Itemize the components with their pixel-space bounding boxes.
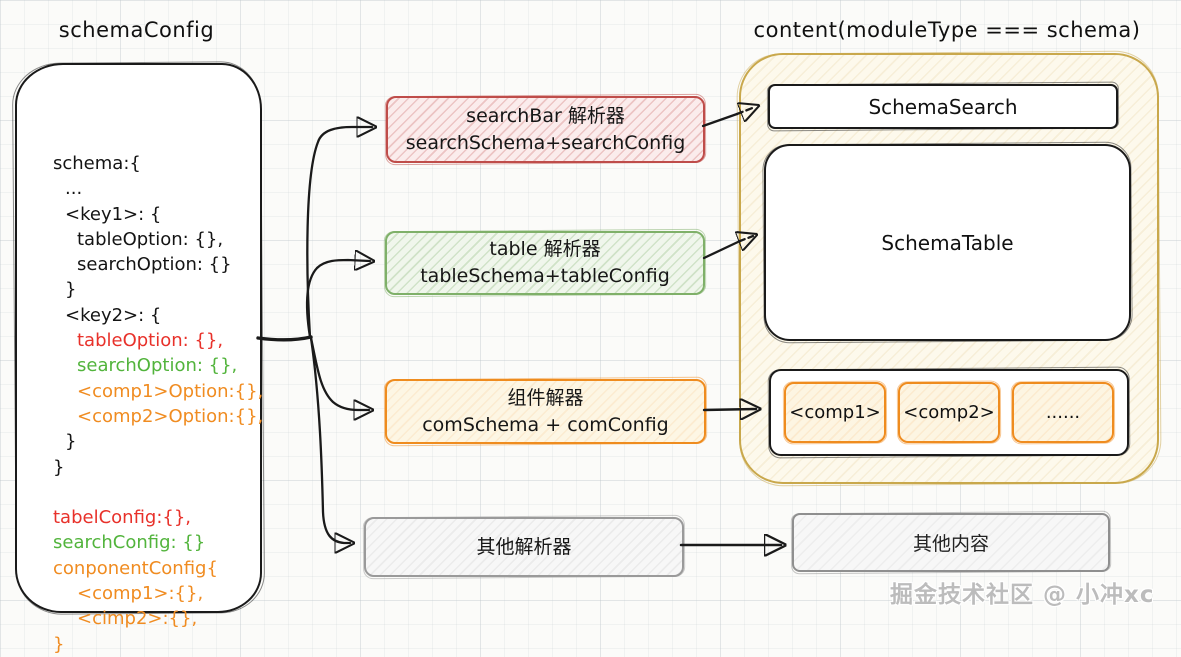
schema-search-node: SchemaSearch: [768, 84, 1118, 129]
comp-ellipsis-label: ......: [1045, 402, 1081, 423]
parser-label: table 解析器: [489, 238, 601, 261]
comp-ellipsis-chip: ......: [1012, 382, 1114, 443]
arrow-config-to-component-parser: [309, 336, 369, 410]
code-line: <comp1>:{},: [77, 583, 204, 605]
arrow-config-to-other-parser: [309, 336, 350, 543]
code-line: <comp1>Option:{},: [77, 380, 264, 402]
code-line: <cimp2>:{},: [77, 608, 198, 630]
code-line: tableOption: {},: [77, 330, 224, 352]
searchbar-parser-box: searchBar 解析器 searchSchema+searchConfig: [386, 96, 705, 163]
comp1-chip: <comp1>: [784, 382, 886, 443]
comp2-chip: <comp2>: [898, 382, 1000, 443]
parser-label: searchBar 解析器: [466, 104, 625, 127]
code-line: <comp2>Option:{},: [77, 405, 264, 427]
schema-table-node: SchemaTable: [764, 144, 1131, 341]
code-line: searchOption: {},: [77, 355, 238, 377]
comp1-label: <comp1>: [789, 402, 881, 423]
arrow-config-to-table-parser: [305, 260, 370, 339]
code-line: }: [53, 456, 65, 478]
content-panel-title: content(moduleType === schema): [753, 18, 1141, 42]
schema-code: schema:{... <key1>: { tableOption: {}, sear…: [53, 151, 268, 657]
code-line: <key2>: {: [65, 304, 162, 326]
parser-label: 组件解器: [507, 386, 584, 409]
code-line: tableOption: {},: [77, 228, 224, 250]
schema-config-title: schemaConfig: [58, 18, 215, 42]
code-line: }: [65, 279, 77, 301]
other-content-label: 其他内容: [912, 533, 989, 555]
code-line: ...: [65, 178, 83, 200]
component-parser-box: 组件解器 comSchema + comConfig: [385, 379, 706, 444]
code-line: }: [53, 633, 65, 655]
table-parser-box: table 解析器 tableSchema+tableConfig: [385, 231, 705, 295]
watermark: 掘金技术社区 @ 小冲xc: [890, 582, 1155, 608]
arrow-searchbar-to-schemasearch-solid: [701, 112, 739, 128]
parser-label: 其他解析器: [476, 535, 572, 558]
parser-sublabel: tableSchema+tableConfig: [420, 265, 670, 287]
schema-search-label: SchemaSearch: [868, 94, 1018, 119]
code-line: }: [65, 431, 77, 453]
code-line: <key1>: {: [65, 203, 162, 225]
code-line: conponentConfig{: [53, 557, 218, 579]
schema-config-box: schema:{... <key1>: { tableOption: {}, sear…: [15, 63, 263, 655]
parser-sublabel: searchSchema+searchConfig: [405, 131, 686, 154]
arrow-config-to-searchbar-parser: [306, 127, 372, 339]
diagram-canvas: { "left_panel": { "title": "schemaConfig…: [0, 0, 1181, 621]
code-line: searchOption: {}: [77, 254, 232, 276]
other-parser-box: 其他解析器: [364, 517, 684, 577]
comp2-label: <comp2>: [903, 402, 995, 423]
parser-sublabel: comSchema + comConfig: [422, 413, 669, 436]
code-line: [53, 480, 268, 505]
arrow-table-to-schematable-solid: [702, 239, 742, 260]
components-wrapper: <comp1> <comp2> ......: [769, 369, 1129, 456]
other-content-node: 其他内容: [792, 513, 1110, 572]
code-line: schema:{: [53, 153, 141, 174]
code-line: tabelConfig:{},: [53, 507, 192, 529]
schema-table-label: SchemaTable: [881, 230, 1014, 255]
code-line: searchConfig: {}: [53, 532, 206, 554]
